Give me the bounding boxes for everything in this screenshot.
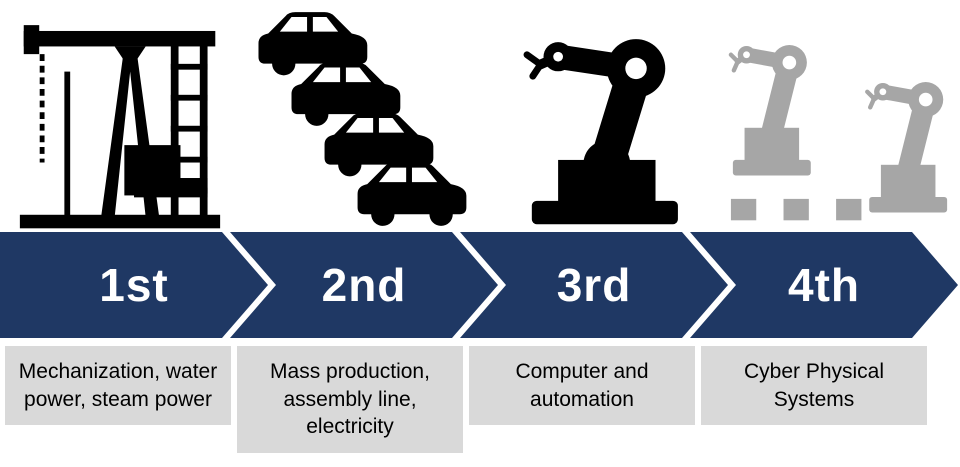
car-queue-icon bbox=[258, 12, 467, 226]
stage-1-icon-cell bbox=[0, 0, 240, 232]
stage-arrow-2nd: 2nd bbox=[230, 232, 498, 338]
collaborative-robots-icon bbox=[723, 8, 957, 232]
stage-label-1st: 1st bbox=[99, 259, 169, 311]
pumpjack-icon bbox=[19, 25, 221, 229]
stage-2-icon-cell bbox=[240, 0, 480, 232]
descriptions-row: Mechanization, water power, steam power … bbox=[5, 346, 955, 454]
stage-arrow-3rd: 3rd bbox=[460, 232, 728, 338]
stage-description-2nd: Mass production, assembly line, electric… bbox=[237, 346, 463, 454]
stage-arrow-1st: 1st bbox=[0, 232, 268, 338]
stage-description-1st: Mechanization, water power, steam power bbox=[5, 346, 231, 426]
stage-label-4th: 4th bbox=[788, 259, 860, 311]
stage-arrow-4th: 4th bbox=[690, 232, 958, 338]
stage-label-2nd: 2nd bbox=[321, 259, 407, 311]
stage-label-3rd: 3rd bbox=[556, 259, 632, 311]
stage-3-icon-cell bbox=[480, 0, 720, 232]
stage-4-icon-cell bbox=[720, 0, 960, 232]
stage-description-4th: Cyber Physical Systems bbox=[701, 346, 927, 426]
timeline-band: 1st 2nd 3rd 4th bbox=[0, 232, 960, 338]
robot-arm-icon bbox=[523, 39, 678, 225]
stage-description-3rd: Computer and automation bbox=[469, 346, 695, 426]
icons-row bbox=[0, 0, 960, 232]
